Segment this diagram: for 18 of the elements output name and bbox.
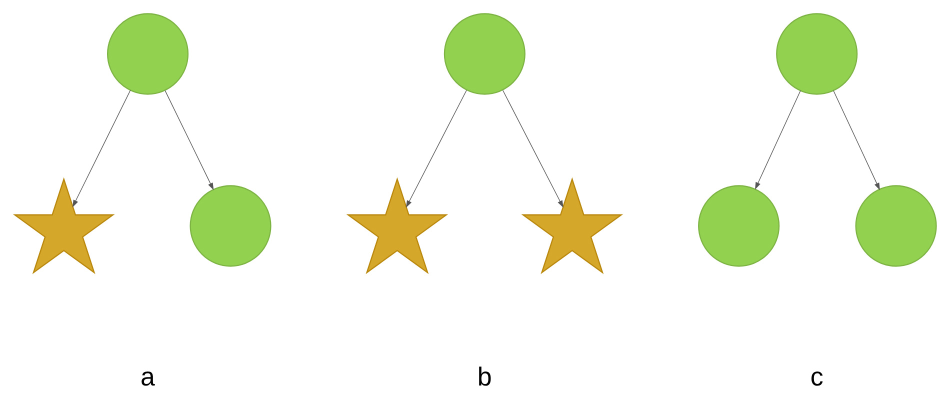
node-circle: [190, 184, 272, 266]
arrow: [164, 90, 214, 190]
node-circle: [444, 12, 526, 94]
arrow: [406, 89, 467, 208]
node-circle: [776, 12, 858, 94]
node-circle: [107, 12, 189, 94]
arrow: [833, 90, 880, 190]
label: c: [810, 361, 824, 392]
node-star: [346, 176, 448, 274]
node-circle: [698, 184, 780, 266]
node-star: [521, 176, 624, 274]
node-star: [12, 176, 115, 274]
arrow: [754, 90, 801, 190]
arrow: [72, 89, 131, 207]
label: b: [477, 361, 492, 392]
label: a: [140, 361, 156, 392]
arrow: [502, 89, 564, 208]
node-circle: [855, 184, 937, 266]
